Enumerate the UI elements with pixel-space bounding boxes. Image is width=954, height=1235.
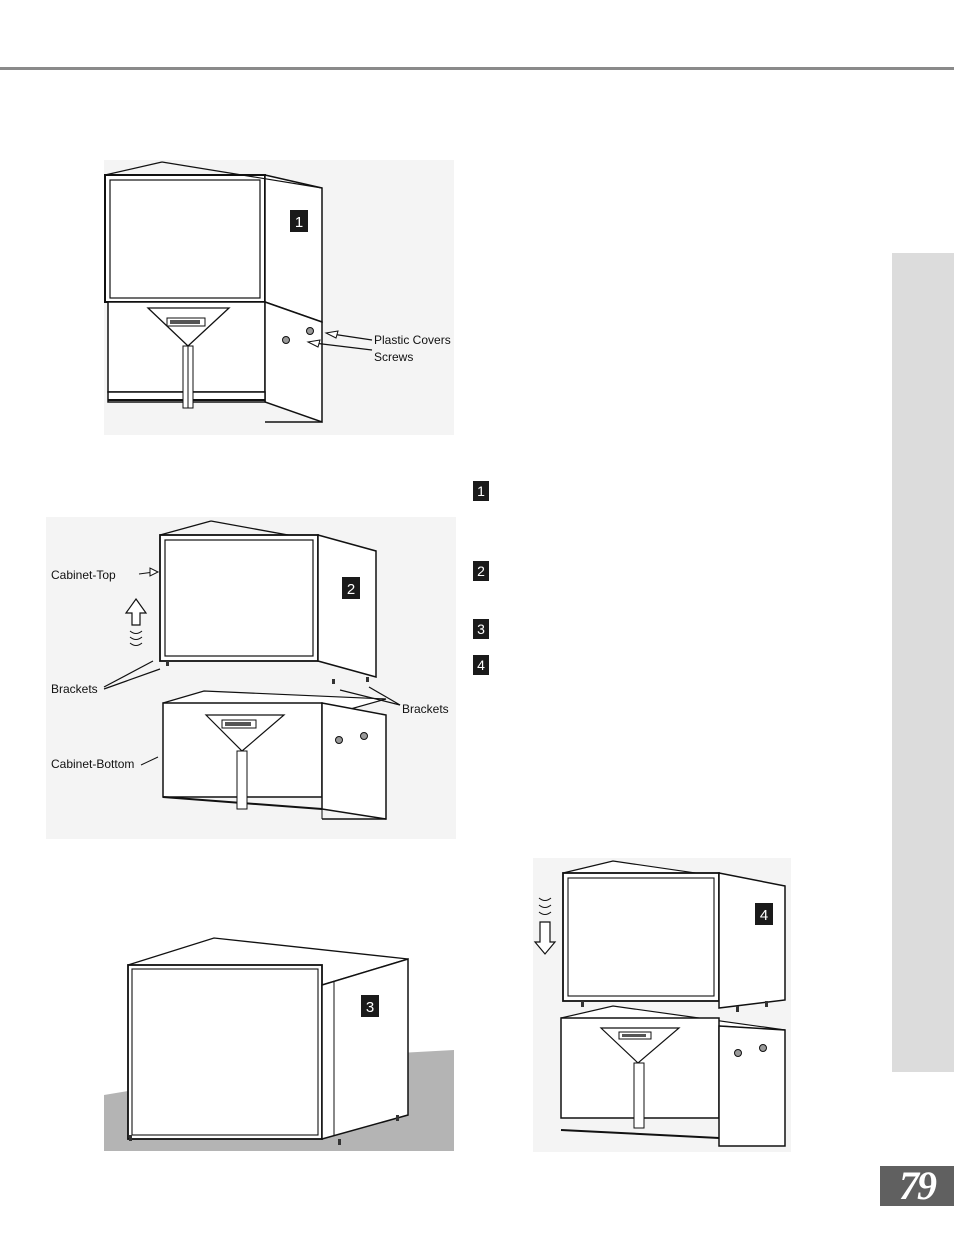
step-badge-4: 4 <box>473 655 489 675</box>
label-plastic-covers: Plastic Covers <box>374 333 451 347</box>
figure-1: 1 Plastic Covers Screws <box>104 160 454 435</box>
label-screws: Screws <box>374 350 413 364</box>
fig4-badge: 4 <box>760 907 768 924</box>
figure-2: 2 Cabinet-Top Brackets Brackets Cabinet-… <box>46 517 456 839</box>
fig1-badge: 1 <box>295 214 303 231</box>
side-tab <box>892 253 954 1072</box>
label-cabinet-bottom: Cabinet-Bottom <box>51 757 134 771</box>
label-brackets-right: Brackets <box>402 702 449 716</box>
figure-4: 4 <box>533 858 791 1152</box>
label-brackets-left: Brackets <box>51 682 98 696</box>
fig3-badge: 3 <box>366 999 374 1016</box>
step-badge-2: 2 <box>473 561 489 581</box>
step-badge-1: 1 <box>473 481 489 501</box>
figure-3: 3 <box>104 935 454 1151</box>
header-rule <box>0 67 954 70</box>
step-badge-3: 3 <box>473 619 489 639</box>
fig2-badge: 2 <box>347 581 355 598</box>
label-cabinet-top: Cabinet-Top <box>51 568 116 582</box>
page-number: 79 <box>880 1166 954 1206</box>
